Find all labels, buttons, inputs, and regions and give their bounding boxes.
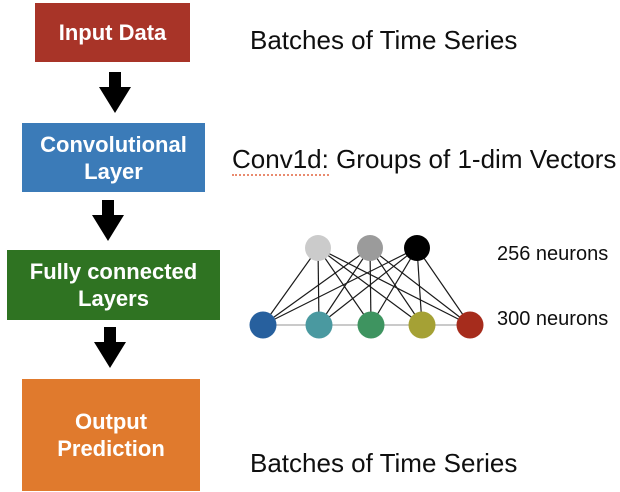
down-arrow-icon [94, 327, 126, 368]
label-256-neurons: 256 neurons [497, 243, 609, 265]
annotation-conv1d: Conv1d: Groups of 1-dim Vectors [232, 144, 617, 176]
network-edge [318, 247, 418, 326]
neuron-bottom-5 [456, 311, 484, 339]
annotation-output-batches: Batches of Time Series [250, 448, 518, 478]
output-label-line1: Output [74, 409, 148, 434]
conv-layer-label-line1: Convolutional [40, 131, 187, 157]
down-arrow-icon [99, 72, 131, 113]
fc-layers-label-line2: Layers [78, 286, 149, 311]
network-edge [416, 247, 471, 326]
network-edge [262, 247, 371, 326]
neuron-bottom-3 [357, 311, 385, 339]
annotation-input-batches: Batches of Time Series [250, 25, 518, 55]
neuron-bottom-2 [305, 311, 333, 339]
fc-layers-label-line1: Fully connected [29, 259, 198, 284]
flow-box-convolutional-layer: Convolutional Layer [22, 123, 205, 192]
annotation-conv1d-rest: Groups of 1-dim Vectors [328, 144, 617, 174]
input-data-label: Input Data [58, 20, 167, 45]
neuron-top-1 [305, 235, 331, 261]
annotation-conv1d-prefix: Conv1d: [232, 144, 329, 176]
neuron-top-2 [357, 235, 383, 261]
network-edge [262, 247, 319, 326]
network-edge [262, 247, 418, 326]
network-edges [262, 247, 471, 326]
flow-box-output-prediction: Output Prediction [22, 379, 200, 491]
output-label-line2: Prediction [57, 436, 165, 461]
network-edge [370, 247, 418, 326]
neuron-bottom-4 [408, 311, 436, 339]
neuron-bottom-1 [249, 311, 277, 339]
flow-box-fully-connected-layers: Fully connected Layers [7, 250, 220, 320]
flow-box-input-data: Input Data [35, 3, 190, 62]
network-edge [369, 247, 423, 326]
down-arrow-icon [92, 200, 124, 241]
network-edge [318, 247, 371, 326]
conv-layer-label-line2: Layer [84, 158, 143, 184]
neuron-top-3 [404, 235, 430, 261]
label-300-neurons: 300 neurons [497, 308, 609, 330]
